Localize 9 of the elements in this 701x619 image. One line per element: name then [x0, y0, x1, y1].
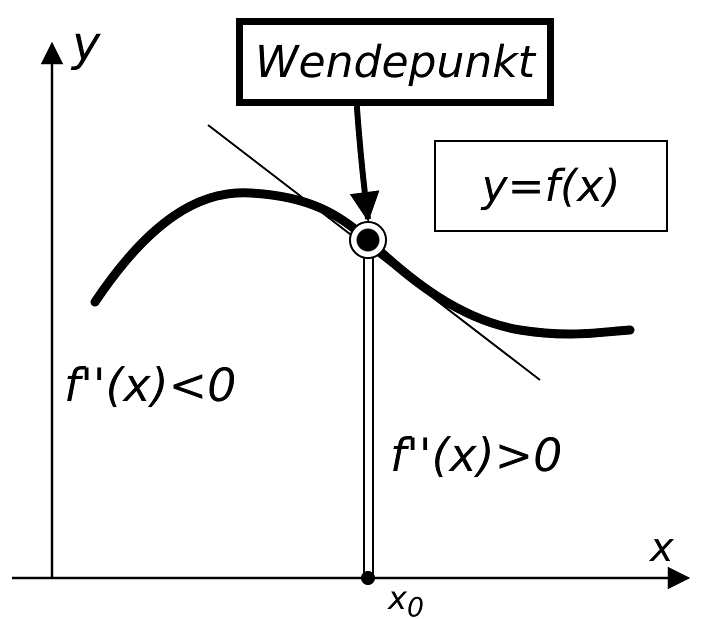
axis-label: x [650, 528, 674, 568]
condition-label: f''(x)>0 [390, 432, 562, 478]
arrow [350, 106, 380, 222]
title-box: Wendepunkt [236, 18, 554, 106]
axis-label: y [72, 20, 100, 68]
point-label: x$_{0}$ [388, 582, 424, 619]
condition-label: f''(x)<0 [64, 362, 236, 408]
function-label: y=f(x) [434, 140, 668, 232]
inflection-point-marker [349, 221, 387, 259]
